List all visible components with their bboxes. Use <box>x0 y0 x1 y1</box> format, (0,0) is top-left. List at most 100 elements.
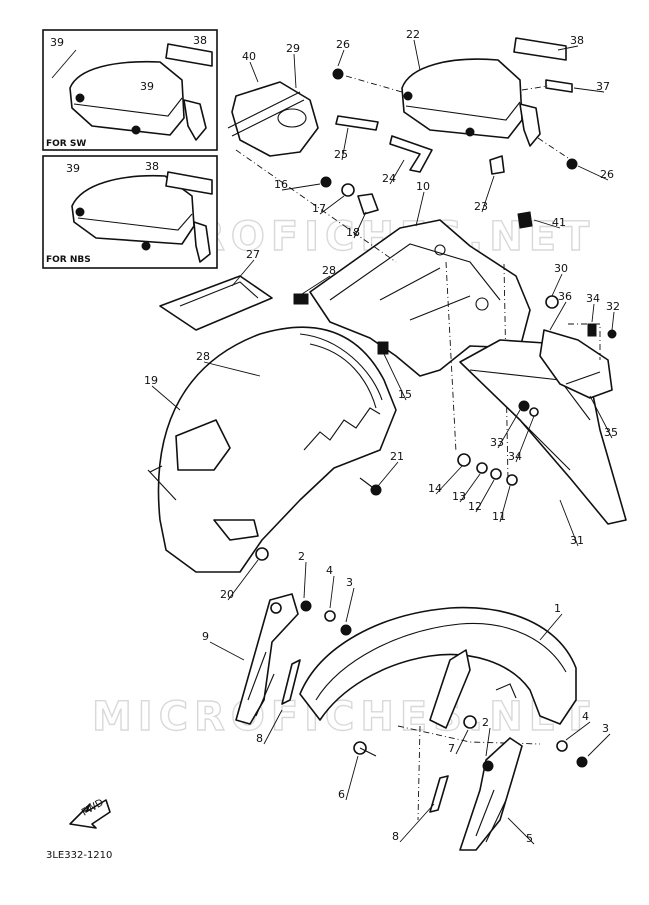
inset-sw-label: FOR SW <box>46 139 86 149</box>
callout-leader-41 <box>587 733 611 757</box>
callout-leader-20 <box>611 311 615 331</box>
callout-32: 32 <box>606 300 620 313</box>
callout-leader-31 <box>499 485 511 523</box>
callout-17: 17 <box>312 202 326 215</box>
callout-12: 12 <box>468 500 482 513</box>
callout-26: 26 <box>336 38 350 51</box>
callout-4: 4 <box>582 710 589 723</box>
front-fender <box>299 606 577 725</box>
callout-9: 9 <box>202 630 209 643</box>
battery-box <box>231 81 319 157</box>
callout-leader-12 <box>353 211 367 239</box>
drawing-code: 3LE332-1210 <box>46 850 112 861</box>
callout-26: 26 <box>600 168 614 181</box>
callout-11: 11 <box>492 510 506 523</box>
callout-leader-45 <box>399 803 435 843</box>
callout-leader-21 <box>203 361 261 377</box>
callout-27: 27 <box>246 248 260 261</box>
callout-leader-15 <box>231 259 255 287</box>
callout-22: 22 <box>406 28 420 41</box>
inset-nbs-callout-39: 39 <box>66 162 80 175</box>
callout-leader-35 <box>329 575 335 609</box>
callout-leader-39 <box>539 613 563 641</box>
light-assembly <box>539 329 613 399</box>
callout-19: 19 <box>144 374 158 387</box>
tail-light-housing <box>401 58 523 139</box>
callout-leader-46 <box>507 817 535 845</box>
callout-leader-14 <box>533 219 561 229</box>
callout-leader-6 <box>577 165 609 181</box>
callout-leader-1 <box>293 53 297 89</box>
callout-leader-16 <box>301 275 331 295</box>
callout-37: 37 <box>596 80 610 93</box>
callout-33: 33 <box>490 436 504 449</box>
callout-8: 8 <box>392 830 399 843</box>
callout-30: 30 <box>554 262 568 275</box>
inset-sw-callout-39b: 39 <box>140 80 154 93</box>
callout-leader-17 <box>551 273 563 297</box>
callout-5: 5 <box>526 832 533 845</box>
callout-leader-43 <box>455 729 469 755</box>
callout-10: 10 <box>416 180 430 193</box>
callout-21: 21 <box>390 450 404 463</box>
front-fender-stay-right <box>459 737 523 851</box>
callout-34: 34 <box>508 450 522 463</box>
callout-4: 4 <box>326 564 333 577</box>
bolt-26-left <box>332 68 344 80</box>
callout-15: 15 <box>398 388 412 401</box>
callout-leader-42 <box>485 727 491 757</box>
callout-16: 16 <box>274 178 288 191</box>
callout-23: 23 <box>474 200 488 213</box>
callout-3: 3 <box>602 722 609 735</box>
callout-leader-34 <box>303 561 307 599</box>
bolt-26-right <box>566 158 578 170</box>
callout-leader-0 <box>249 61 259 83</box>
callout-leader-24 <box>589 395 613 439</box>
callout-leader-8 <box>389 159 405 185</box>
label-38 <box>513 37 567 61</box>
callout-leader-22 <box>151 385 181 411</box>
front-direction-arrow: FWD <box>69 797 111 829</box>
callout-38: 38 <box>570 34 584 47</box>
callout-leader-7 <box>341 127 349 161</box>
plate-27 <box>159 275 273 331</box>
callout-leader-19 <box>591 303 595 323</box>
callout-leader-9 <box>481 175 495 213</box>
callout-14: 14 <box>428 482 442 495</box>
inset-nbs-callout-38: 38 <box>145 160 159 173</box>
inset-nbs-label: FOR NBS <box>46 255 91 265</box>
inset-sw-callout-38: 38 <box>193 34 207 47</box>
callout-31: 31 <box>570 534 584 547</box>
callout-7: 7 <box>448 742 455 755</box>
callout-2: 2 <box>482 716 489 729</box>
callout-34: 34 <box>586 292 600 305</box>
callout-41: 41 <box>552 216 566 229</box>
callout-leader-23 <box>383 353 407 401</box>
callout-25: 25 <box>334 148 348 161</box>
callout-leader-44 <box>345 755 359 801</box>
callout-leader-32 <box>559 499 579 547</box>
callout-28: 28 <box>322 264 336 277</box>
callout-leader-30 <box>475 479 495 513</box>
callout-29: 29 <box>286 42 300 55</box>
callout-40: 40 <box>242 50 256 63</box>
inset-for-sw: 39 38 39 FOR SW <box>42 29 218 151</box>
callout-8: 8 <box>256 732 263 745</box>
callout-leader-13 <box>415 191 425 227</box>
callout-leader-36 <box>345 587 355 623</box>
callout-leader-26 <box>515 415 535 463</box>
callout-18: 18 <box>346 226 360 239</box>
callout-leader-27 <box>377 461 399 487</box>
callout-1: 1 <box>554 602 561 615</box>
callout-leader-10 <box>281 183 321 191</box>
callout-2: 2 <box>298 550 305 563</box>
callout-36: 36 <box>558 290 572 303</box>
callout-leader-38 <box>263 709 283 745</box>
callout-leader-40 <box>565 721 591 741</box>
callout-leader-28 <box>435 465 463 495</box>
callout-leader-3 <box>413 39 421 71</box>
callout-28: 28 <box>196 350 210 363</box>
